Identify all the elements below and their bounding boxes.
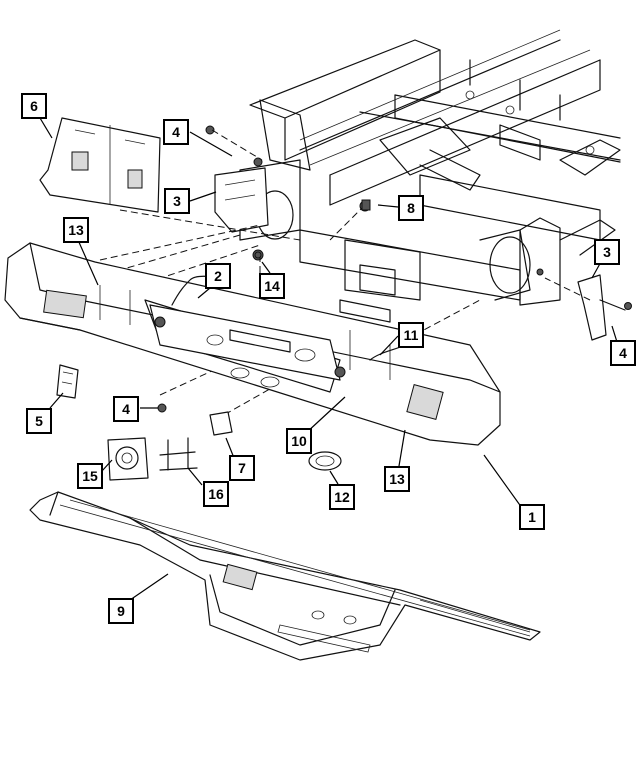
callout-15: 15 [77,463,103,489]
callout-8: 8 [398,195,424,221]
callout-13: 13 [384,466,410,492]
callout-4: 4 [610,340,636,366]
callout-12: 12 [329,484,355,510]
leader-lines [39,117,618,601]
callout-6: 6 [21,93,47,119]
callout-9: 9 [108,598,134,624]
callout-11: 11 [398,322,424,348]
callout-4: 4 [163,119,189,145]
small-parts [56,199,371,481]
callout-7: 7 [229,455,255,481]
callout-4: 4 [113,396,139,422]
callout-3: 3 [594,239,620,265]
callout-2: 2 [205,263,231,289]
callout-16: 16 [203,481,229,507]
step-pad-part [29,491,541,661]
callout-14: 14 [259,273,285,299]
frame-assembly [239,29,621,323]
mount-bracket-right [536,268,632,341]
callout-3: 3 [164,188,190,214]
license-bracket-part [39,117,161,213]
rear-bumper-part [4,242,501,446]
callout-13: 13 [63,217,89,243]
callout-5: 5 [26,408,52,434]
callout-1: 1 [519,504,545,530]
callout-10: 10 [286,428,312,454]
